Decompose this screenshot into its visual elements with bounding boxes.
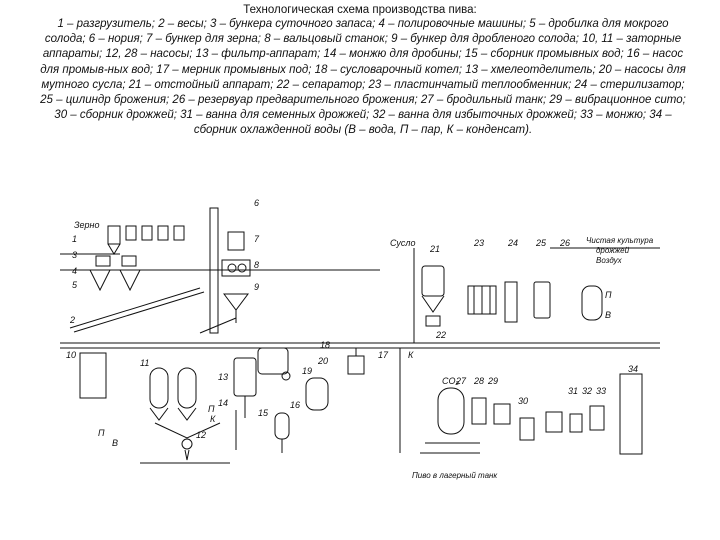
label-pivo: Пиво в лагерный танк xyxy=(412,471,498,480)
number-27: 27 xyxy=(455,376,467,386)
mash-tuns xyxy=(80,353,256,463)
label-P-3: П xyxy=(98,428,105,438)
number-1: 1 xyxy=(72,234,77,244)
number-5: 5 xyxy=(72,280,78,290)
number-2: 2 xyxy=(69,315,75,325)
number-29: 29 xyxy=(487,376,498,386)
number-18: 18 xyxy=(320,340,330,350)
number-19: 19 xyxy=(302,366,312,376)
number-14: 14 xyxy=(218,398,228,408)
number-16: 16 xyxy=(290,400,300,410)
number-10: 10 xyxy=(66,350,76,360)
label-zerno: Зерно xyxy=(74,220,100,230)
number-31: 31 xyxy=(568,386,578,396)
number-23: 23 xyxy=(473,238,484,248)
label-suslo: Сусло xyxy=(390,238,415,248)
number-33: 33 xyxy=(596,386,606,396)
label-P-1: П xyxy=(605,290,612,300)
number-24: 24 xyxy=(507,238,518,248)
label-V-1: В xyxy=(605,310,611,320)
main-pipelines xyxy=(60,254,660,348)
number-28: 28 xyxy=(473,376,484,386)
label-P-2: П xyxy=(208,404,215,414)
number-13: 13 xyxy=(218,372,228,382)
grain-intake xyxy=(70,226,204,332)
page-title: Технологическая схема производства пива: xyxy=(0,3,720,17)
legend-caption: 1 – разгрузитель; 2 – весы; 3 – бункера … xyxy=(38,17,688,139)
label-K-2: К xyxy=(210,414,216,424)
wort-treatment xyxy=(414,248,660,343)
number-15: 15 xyxy=(258,408,269,418)
process-flow-diagram: Зерно Сусло Чистая культура дрожжей Возд… xyxy=(60,198,660,493)
number-22: 22 xyxy=(435,330,446,340)
number-11: 11 xyxy=(140,358,149,368)
number-26: 26 xyxy=(559,238,570,248)
label-drozhzhi: дрожжей xyxy=(596,246,630,255)
label-V-2: В xyxy=(112,438,118,448)
number-3: 3 xyxy=(72,250,77,260)
number-32: 32 xyxy=(582,386,592,396)
number-6: 6 xyxy=(254,198,259,208)
number-7: 7 xyxy=(254,234,260,244)
number-8: 8 xyxy=(254,260,259,270)
number-21: 21 xyxy=(429,244,440,254)
number-34: 34 xyxy=(628,364,638,374)
number-30: 30 xyxy=(518,396,528,406)
number-4: 4 xyxy=(72,266,77,276)
label-K-1: К xyxy=(408,350,414,360)
label-chistaya: Чистая культура xyxy=(586,236,654,245)
number-17: 17 xyxy=(378,350,389,360)
number-12: 12 xyxy=(196,430,206,440)
label-vozdukh: Воздух xyxy=(596,256,623,265)
number-25: 25 xyxy=(535,238,547,248)
number-9: 9 xyxy=(254,282,259,292)
number-20: 20 xyxy=(317,356,328,366)
